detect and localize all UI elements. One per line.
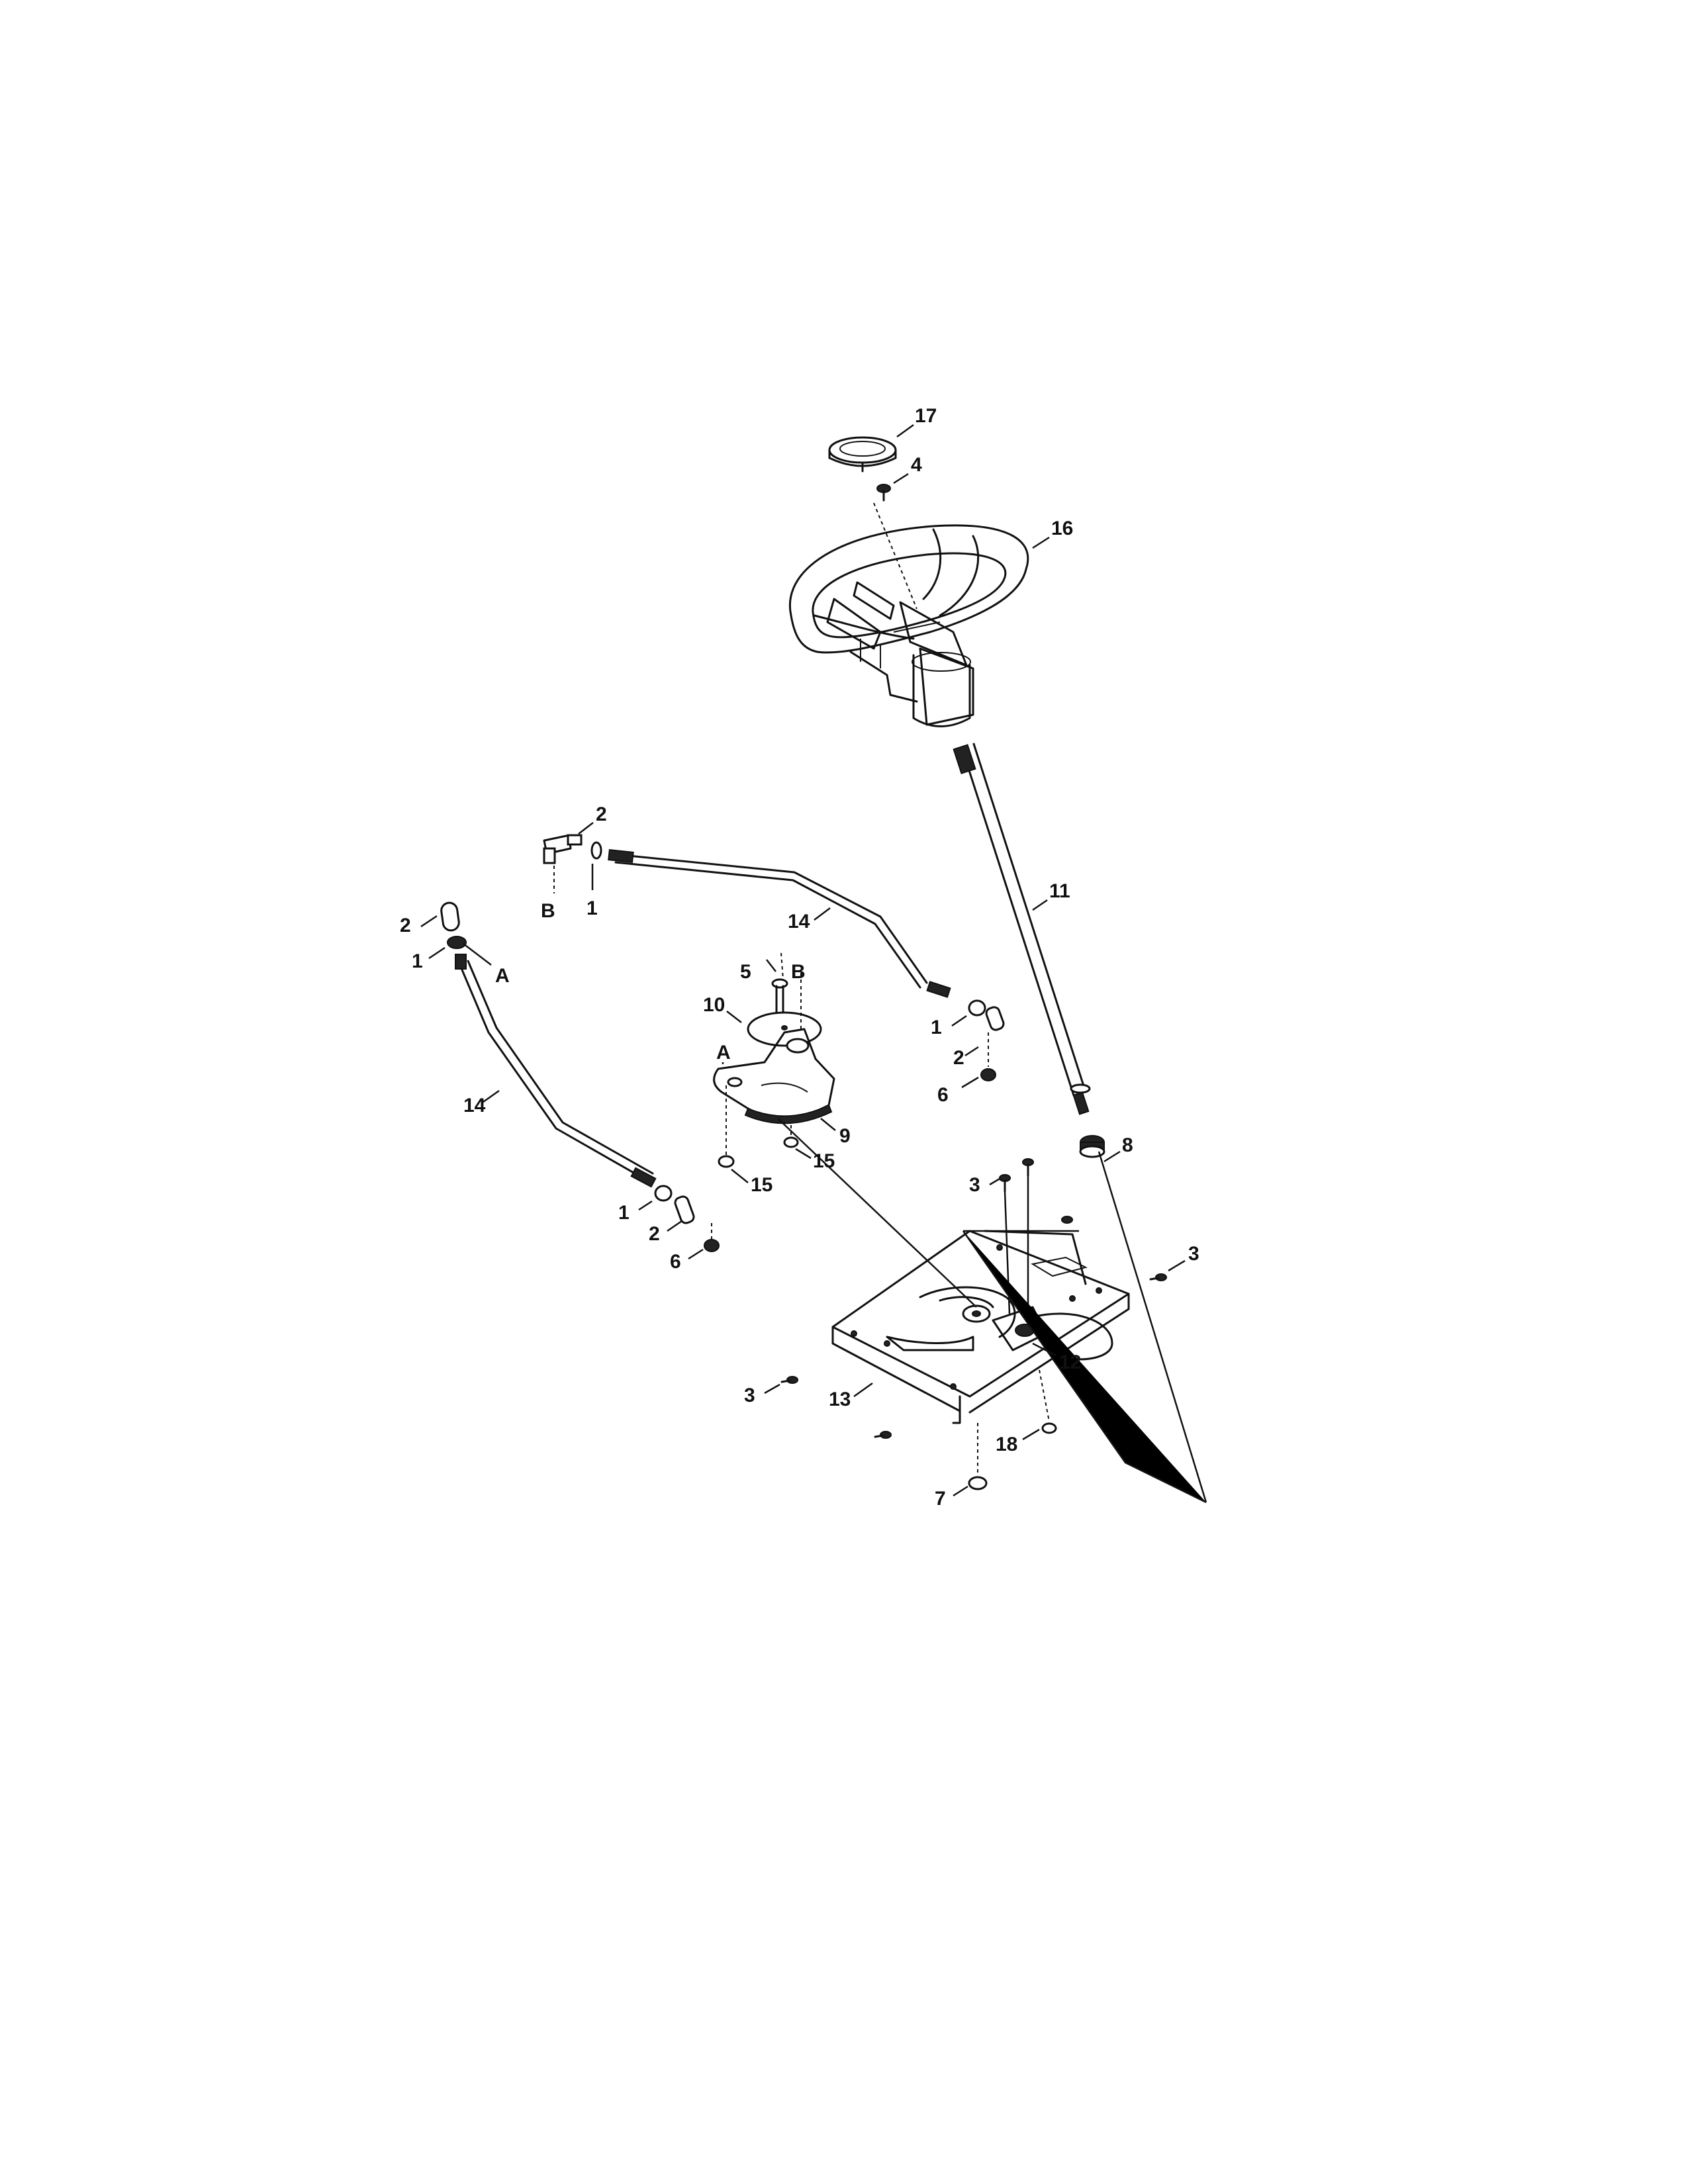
callout-5: 5 [740, 961, 751, 983]
drag-link-lower [455, 954, 657, 1188]
callout-4: 4 [911, 454, 922, 476]
reference-lines [553, 502, 1207, 1504]
callout-3: 3 [1188, 1243, 1199, 1265]
gear-plate [747, 1011, 822, 1047]
callout-14: 14 [788, 911, 810, 933]
ball-joint-b [543, 834, 583, 864]
jam-nut [590, 841, 602, 860]
callout-12: 12 [1059, 1351, 1081, 1373]
callout-leaders [420, 424, 1186, 1497]
steering-wheel-cap [828, 436, 897, 473]
callout-18: 18 [996, 1433, 1017, 1455]
callout-b: B [541, 900, 555, 922]
callout-15: 15 [751, 1174, 773, 1196]
callout-13: 13 [829, 1388, 851, 1410]
drag-link-upper [608, 849, 951, 998]
callout-1: 1 [931, 1017, 942, 1038]
pivot-bolt [771, 978, 788, 1014]
steering-wheel [788, 524, 1029, 727]
callout-9: 9 [839, 1125, 851, 1147]
wheel-screw [876, 484, 891, 502]
callout-10: 10 [703, 994, 725, 1016]
hex-nut [718, 1136, 1057, 1490]
callout-8: 8 [1122, 1134, 1133, 1156]
callout-1: 1 [586, 897, 598, 919]
callout-2: 2 [953, 1047, 964, 1069]
callout-1: 1 [618, 1202, 630, 1224]
callout-11: 11 [1049, 880, 1070, 902]
callout-a: A [716, 1042, 731, 1064]
callout-3: 3 [744, 1385, 755, 1406]
callout-16: 16 [1051, 518, 1073, 539]
ball-joint-a [440, 901, 467, 949]
pinion-gear [1079, 1135, 1105, 1158]
callout-2: 2 [596, 803, 607, 825]
callout-7: 7 [935, 1488, 946, 1510]
callout-labels: 17 4 16 2 B 1 14 11 2 1 A 5 B 10 1 2 6 A… [400, 405, 1199, 1510]
callout-a: A [495, 965, 510, 987]
sector-gear [713, 1028, 835, 1124]
callout-14: 14 [463, 1095, 486, 1116]
callout-3: 3 [969, 1174, 980, 1196]
screws [780, 1158, 1167, 1439]
steering-shaft [953, 743, 1091, 1115]
callout-2: 2 [649, 1223, 660, 1245]
callout-1: 1 [412, 950, 423, 972]
callout-b: B [791, 961, 806, 983]
callout-15: 15 [813, 1150, 835, 1172]
ball-joint-right [968, 999, 1005, 1081]
callout-6: 6 [937, 1084, 949, 1106]
callout-2: 2 [400, 915, 411, 936]
callout-17: 17 [915, 405, 937, 427]
ball-joint-lower [654, 1185, 720, 1252]
callout-6: 6 [670, 1251, 681, 1273]
mounting-bracket [831, 1230, 1130, 1424]
